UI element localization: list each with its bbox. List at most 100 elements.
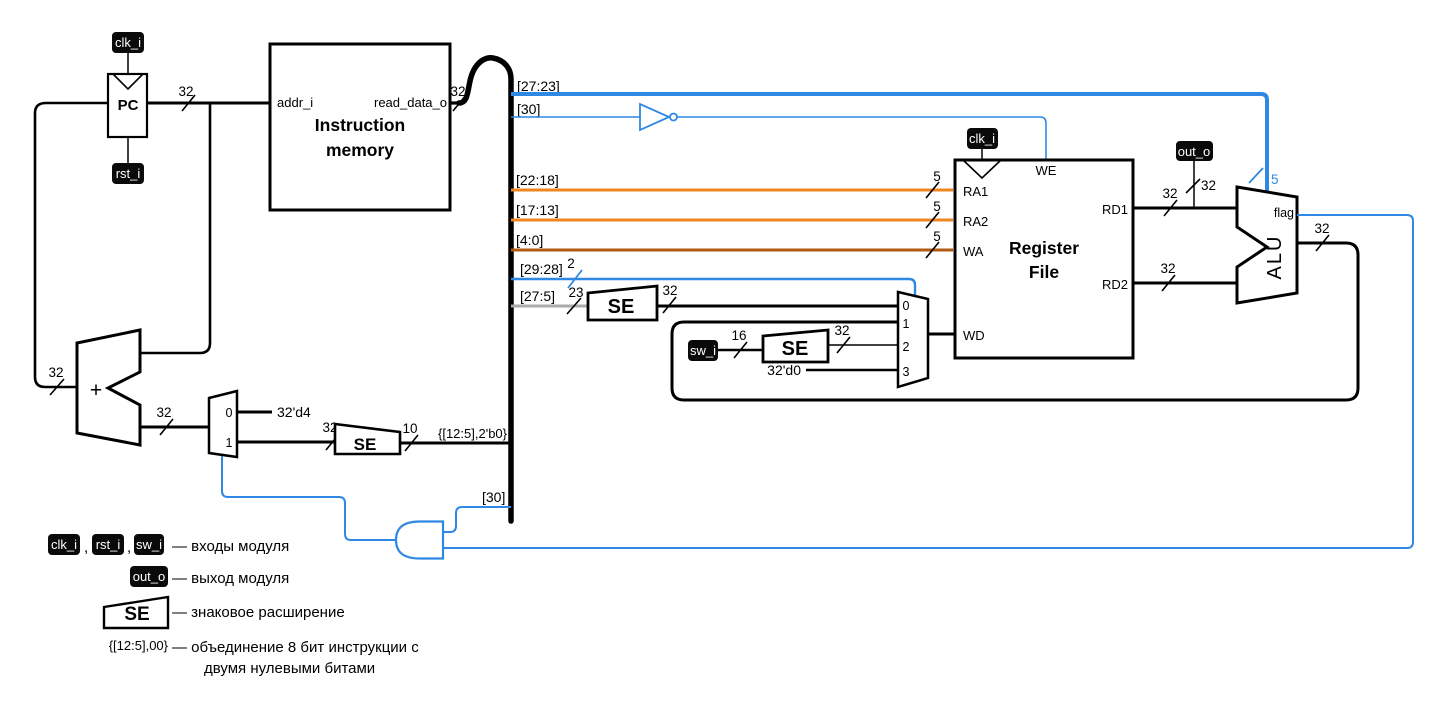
legend-clk-badge <box>48 534 80 555</box>
legend-se-shape <box>102 595 170 630</box>
aluop-wire <box>511 92 1269 192</box>
rf-ra2-port: RA2 <box>963 214 988 229</box>
next-pc-width-label: 32 <box>48 365 63 380</box>
alu-label: ALU <box>1264 235 1286 280</box>
rf-we-port: WE <box>1036 163 1057 178</box>
concat-width-label: 10 <box>402 421 417 436</box>
legend-comma-1: , <box>84 539 88 556</box>
legend-concat-label: {[12:5],00} <box>109 638 169 653</box>
concat-tap-label: {[12:5],2'b0} <box>438 426 508 441</box>
legend-sw-label: sw_i <box>136 537 162 552</box>
wd-mux <box>896 290 930 389</box>
ra1-width-slash <box>925 181 940 199</box>
legend-output-desc: — выход модуля <box>172 570 289 587</box>
next-pc-width-slash <box>49 378 65 396</box>
sw-se-out-width: 32 <box>834 323 849 338</box>
instruction-memory-block <box>268 42 452 212</box>
ra2-width-label: 5 <box>933 199 941 214</box>
tap-29-28-label: [29:28] <box>520 261 563 277</box>
rd2-width-slash <box>1161 274 1176 292</box>
imm-sign-extend-block <box>586 284 659 322</box>
wa-width-label: 5 <box>933 229 941 244</box>
rf-ra1-port: RA1 <box>963 184 988 199</box>
tap-22-18-label: [22:18] <box>516 172 559 188</box>
pc-offset-sign-extend-block <box>333 422 402 456</box>
legend-clk-label: clk_i <box>51 537 77 552</box>
sw-width-slash <box>733 341 748 359</box>
rf-clock-triangle-icon <box>962 159 1002 180</box>
rf-title-line1: Register <box>1009 238 1079 258</box>
alu-section: 32 out_o 32 32 flag ALU <box>443 141 1414 549</box>
legend-se-label: SE <box>124 604 149 625</box>
sw-badge-label: sw_i <box>690 343 716 358</box>
legend-out-label: out_o <box>133 569 166 584</box>
pc-clock-triangle-icon <box>112 73 144 91</box>
rst-badge <box>112 163 144 184</box>
next-pc-wire <box>33 101 108 389</box>
imm-width-slash <box>566 297 582 315</box>
se-out-width-label: 32 <box>662 283 677 298</box>
pc-to-adder-wire <box>140 103 212 355</box>
legend: clk_i , rst_i , sw_i — входы модуля out_… <box>48 534 419 677</box>
we-wire-post-inverter <box>677 116 1047 160</box>
aluop-width-slash <box>1248 167 1264 184</box>
next-pc-section: 32 32 + 32 0 1 32'd4 32 SE 10 {[12:5],2'… <box>33 84 509 459</box>
pc-se-label: SE <box>354 435 377 454</box>
legend-sw-badge <box>134 534 164 555</box>
pc-out-width-label: 32 <box>178 84 193 99</box>
rf-wd-port: WD <box>963 328 985 343</box>
imem-out-width-label: 32 <box>450 84 465 99</box>
tap-27-23-label: [27:23] <box>517 78 560 94</box>
wd-mux-input1-label: 1 <box>903 317 910 331</box>
imem-readdata-port: read_data_o <box>374 95 447 110</box>
branch-bit-wire <box>443 506 511 533</box>
pc-mux-input1-label: 1 <box>226 436 233 450</box>
mux-to-adder-width: 32 <box>156 405 171 420</box>
pc-register-block <box>106 72 149 139</box>
tap-30-label: [30] <box>517 101 540 117</box>
adder-plus-label: + <box>90 379 102 402</box>
pc-out-width-slash <box>181 94 196 112</box>
rst-badge-label: rst_i <box>116 166 141 181</box>
instruction-bus-bar <box>456 55 514 524</box>
tap-4-0-label: [4:0] <box>516 232 543 248</box>
out-badge-label: out_o <box>1178 144 1211 159</box>
wd-mux-input2-label: 2 <box>903 340 910 354</box>
rf-title-line2: File <box>1029 262 1059 282</box>
legend-rst-label: rst_i <box>96 537 121 552</box>
inverter-bubble-icon <box>669 112 678 122</box>
imem-title-line1: Instruction <box>315 115 405 135</box>
legend-se-desc: — знаковое расширение <box>172 604 345 621</box>
tap-30-branch-label: [30] <box>482 489 505 505</box>
legend-concat-desc-line2: двумя нулевыми битами <box>204 660 375 677</box>
rf-wa-port: WA <box>963 244 984 259</box>
const0-label: 32'd0 <box>767 362 801 378</box>
out-badge <box>1176 141 1213 161</box>
register-file-section: clk_i WE RA1 RA2 WA WD RD1 RD2 Register … <box>953 128 1135 360</box>
alu-result-feedback-wire <box>670 241 1360 402</box>
se-out-width-slash <box>662 296 677 314</box>
bus-taps: [27:23] 5 [30] [22:18] 5 [17:13] 5 [4:0]… <box>443 78 1279 533</box>
clk-badge <box>112 32 144 53</box>
wa-width-slash <box>925 241 940 259</box>
tap-27-5-label: [27:5] <box>520 288 555 304</box>
tap-17-13-label: [17:13] <box>516 202 559 218</box>
sw-se-label: SE <box>782 338 809 360</box>
sw-badge <box>688 340 718 361</box>
alu-out-width-label: 32 <box>1314 221 1329 236</box>
rd2-width-label: 32 <box>1160 261 1175 276</box>
legend-comma-2: , <box>127 539 131 556</box>
rd1-width-label: 32 <box>1162 186 1177 201</box>
wd-select-width-label: 2 <box>567 256 575 271</box>
branch-logic-section <box>221 456 445 560</box>
sw-se-out-slash <box>836 336 851 354</box>
inverter-icon <box>639 102 672 132</box>
rf-rd2-port: RD2 <box>1102 277 1128 292</box>
legend-inputs-desc: — входы модуля <box>172 538 289 555</box>
branch-select-wire <box>221 456 396 541</box>
alu-flag-port: flag <box>1274 206 1294 220</box>
wd-mux-input0-label: 0 <box>903 299 910 313</box>
and-gate-icon <box>394 520 445 560</box>
